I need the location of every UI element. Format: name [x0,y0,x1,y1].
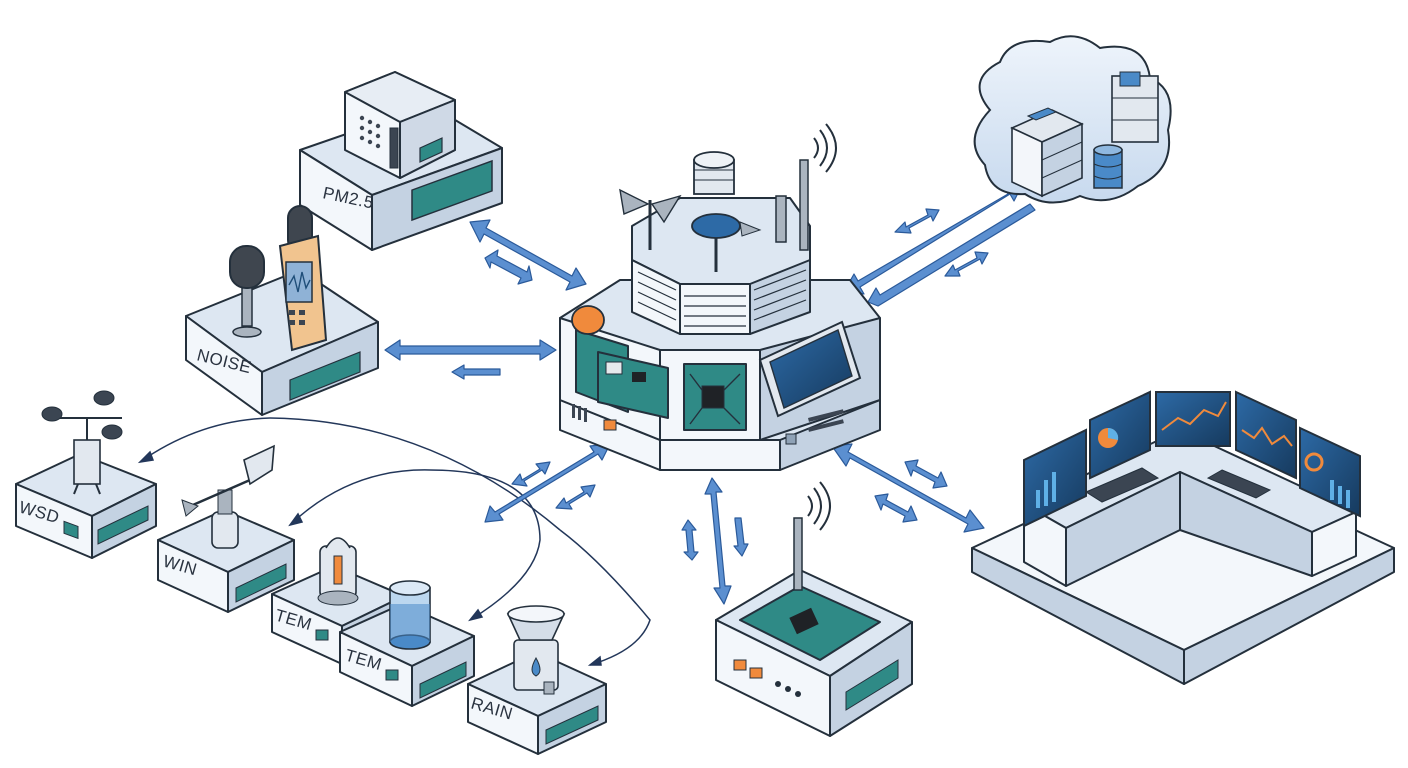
arrow-cloud-hub-2 [867,203,1036,307]
monitor-icon [1023,390,1361,528]
sensor-bus-lines [137,417,651,666]
tem-sensor-device-2: TEM [339,580,475,707]
arrow-sensors-small-2 [555,484,596,510]
rain-gauge-icon [506,605,566,695]
data-flow-arrows [384,184,1036,605]
server-icon [1010,107,1084,198]
microphone-icon [229,245,265,338]
hub-radiation-shield-icon [693,151,735,195]
arrow-pm25-hub [469,219,587,291]
pm25-grille-icon [359,115,381,149]
noise-sensor-device: NOISE [185,205,379,416]
arrow-noise-hub-small [451,364,501,380]
wsd-sensor-device: WSD [15,390,157,559]
router-ports-icon [733,659,801,697]
arrow-noise-hub [384,339,557,361]
control-room [971,390,1395,685]
hub-ports-icon [572,404,844,445]
arrow-cloud-small-2 [944,251,989,277]
thermometer-icon [317,537,359,606]
router-antenna-icon [793,481,831,591]
arrow-hub-router [704,477,732,605]
arrow-router-small-1 [681,519,699,561]
arrow-control-small-2 [874,493,918,523]
router-gateway-device [715,481,913,737]
water-cylinder-icon [389,580,431,650]
pm25-sensor-device: PM2.5 [299,71,503,251]
central-monitoring-hub [559,123,881,471]
arrow-hub-control [831,443,985,533]
arrow-pm25-hub-small [484,249,533,285]
rain-sensor-device: RAIN [467,605,607,755]
anemometer-icon [41,390,123,495]
database-icon [1093,144,1123,189]
hub-antenna-icon [775,123,837,251]
win-sensor-device: WIN [157,444,295,613]
arrow-control-small-1 [904,459,948,489]
cloud-server-node [973,35,1172,204]
sound-meter-icon [278,205,328,352]
wind-vane-icon [181,444,275,549]
hub-rain-sensor-icon [691,213,762,272]
hub-wind-sensor-icon [619,188,682,250]
hub-display-icon [758,320,862,418]
arrow-cloud-hub [844,184,1023,295]
arrow-cloud-small-1 [894,208,940,234]
arrow-router-small-2 [733,517,749,557]
arrow-sensors-small-1 [511,461,551,487]
server-rack-icon [1111,71,1159,143]
